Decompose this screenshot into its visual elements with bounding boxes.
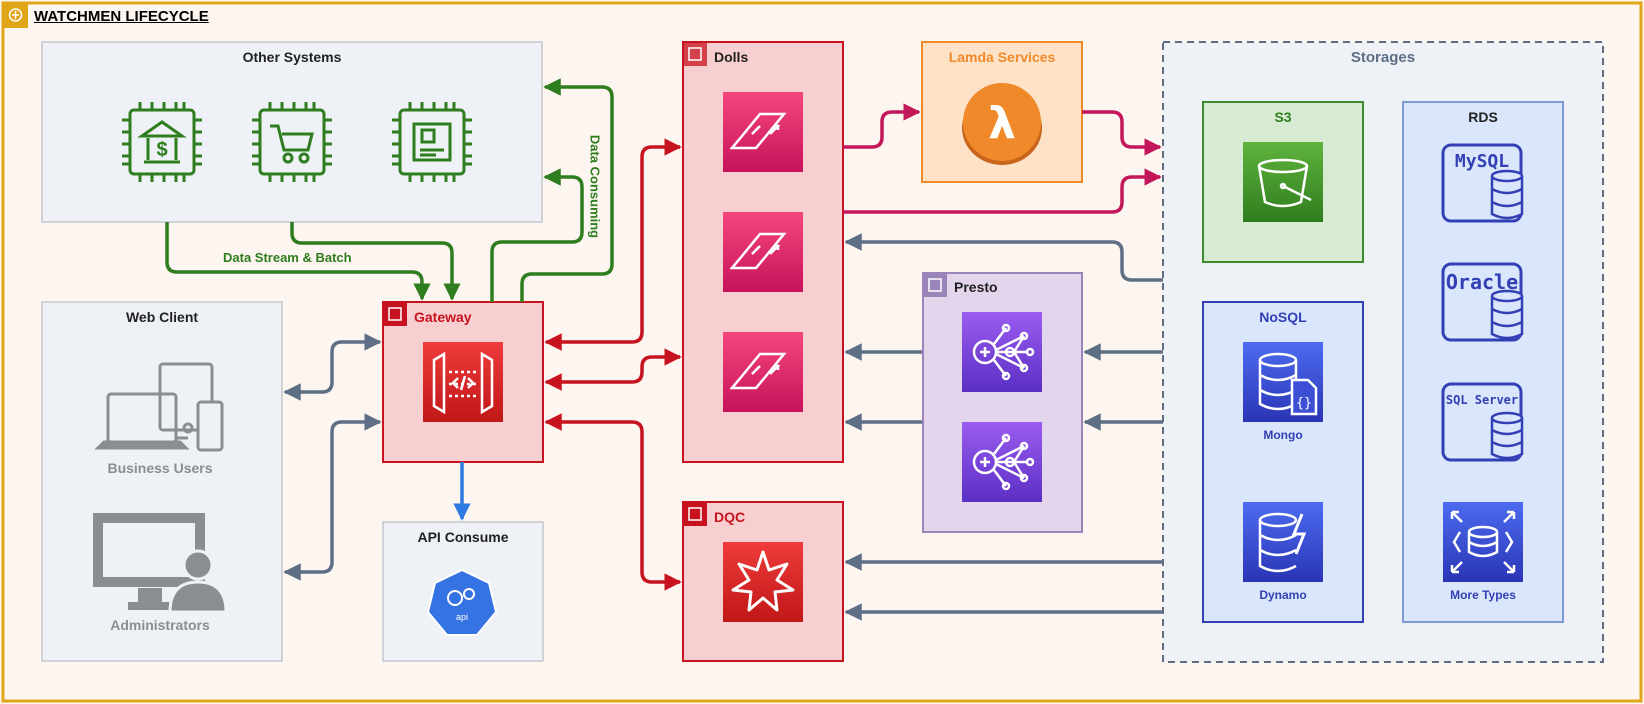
data-stream-label: Data Stream & Batch — [223, 250, 352, 265]
dynamo-icon — [1243, 502, 1323, 582]
dqc-title: DQC — [714, 509, 746, 525]
page-title: WATCHMEN LIFECYCLE — [34, 8, 209, 25]
api-gateway-icon — [423, 342, 503, 422]
group-corner-icons — [383, 42, 947, 526]
dqc-icon — [723, 542, 803, 622]
kubernetes-api-icon — [426, 568, 498, 636]
other-systems-title: Other Systems — [242, 49, 342, 65]
s3-bucket-icon — [1243, 142, 1323, 222]
edge-lambda-to-storage — [1082, 110, 1162, 156]
data-consuming-label: Data Consuming — [587, 134, 603, 239]
s3-title: S3 — [1274, 109, 1292, 125]
api-badge-label: api — [455, 612, 468, 622]
edge-storage-to-dolls-1 — [844, 233, 1163, 282]
mysql-label: MySQL — [1454, 151, 1510, 172]
rds-title: RDS — [1468, 109, 1498, 125]
svg-text:$: $ — [156, 139, 167, 161]
dynamo-label: Dynamo — [1259, 588, 1307, 602]
brand-glyph — [8, 8, 23, 22]
mongo-label: Mongo — [1263, 428, 1303, 442]
more-types-label: More Types — [1450, 588, 1516, 602]
mysql-icon — [1441, 143, 1524, 223]
presto-icon — [962, 312, 1042, 392]
other-systems-group — [41, 41, 543, 223]
edge-other-to-gateway-1 — [165, 222, 431, 301]
storages-title: Storages — [1350, 49, 1416, 66]
api-consume-title: API Consume — [417, 529, 509, 545]
web-client-title: Web Client — [125, 309, 199, 325]
api-consume-group — [382, 521, 544, 662]
edge-other-to-gateway-2 — [290, 222, 461, 301]
devices-icon — [94, 362, 224, 452]
bank-chip-icon: $ — [122, 102, 202, 182]
edge-gateway-dqc — [544, 413, 682, 591]
lambda-icon: λ — [962, 83, 1042, 165]
sqlserver-icon — [1441, 382, 1524, 462]
administrator-icon — [93, 513, 228, 614]
business-users-label: Business Users — [107, 460, 213, 476]
edge-gateway-webclient-2 — [283, 413, 382, 581]
pipeline-icon — [723, 92, 803, 172]
administrators-label: Administrators — [110, 617, 210, 633]
edge-dolls-to-storage — [843, 168, 1162, 214]
svg-text:λ: λ — [988, 98, 1016, 149]
oracle-icon — [1441, 262, 1524, 342]
board-chip-icon — [392, 102, 472, 182]
mongo-icon: {} — [1243, 342, 1323, 422]
edge-dolls-gateway-2 — [544, 348, 682, 391]
dolls-title: Dolls — [714, 49, 749, 65]
pipeline-icon — [723, 212, 803, 292]
edge-gateway-webclient-1 — [283, 333, 382, 401]
lambda-title: Lamda Services — [948, 49, 1056, 65]
presto-title: Presto — [954, 279, 998, 295]
cart-chip-icon — [252, 102, 332, 182]
pipeline-icon — [723, 332, 803, 412]
nosql-title: NoSQL — [1259, 309, 1307, 325]
presto-icon — [962, 422, 1042, 502]
sqlserver-label: SQL Server — [1445, 393, 1519, 407]
edge-dolls-to-lambda — [843, 103, 921, 149]
svg-text:{}: {} — [1296, 396, 1312, 411]
edge-dolls-gateway-1 — [544, 138, 682, 351]
oracle-label: Oracle — [1445, 270, 1519, 294]
connectors — [165, 78, 1163, 621]
gateway-title: Gateway — [414, 309, 472, 325]
more-types-icon — [1443, 502, 1523, 582]
